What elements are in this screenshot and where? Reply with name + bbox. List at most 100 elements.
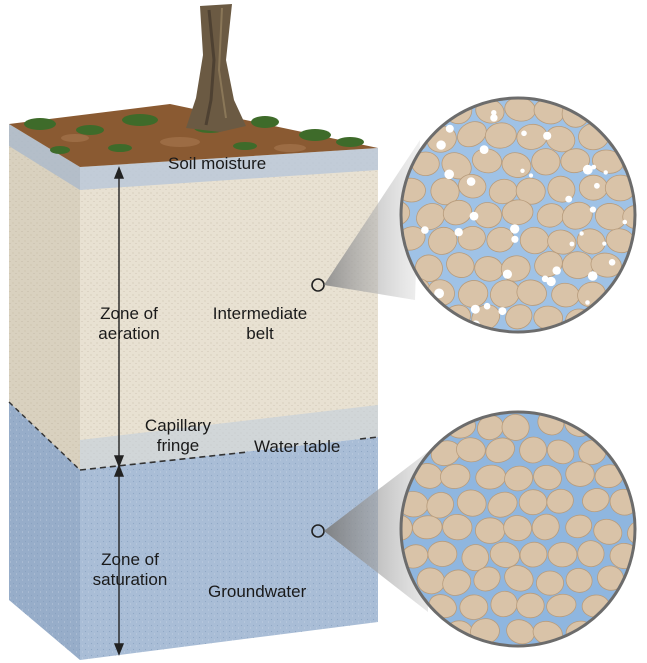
- air-pocket: [444, 170, 454, 180]
- air-pocket: [543, 132, 551, 140]
- sand-grain: [512, 380, 549, 415]
- sand-grain: [635, 440, 647, 467]
- sand-grain: [516, 71, 547, 100]
- air-pocket: [510, 224, 519, 233]
- sand-grain: [407, 302, 443, 336]
- sand-grain: [428, 541, 457, 567]
- sand-grain: [621, 616, 647, 646]
- air-pocket: [470, 212, 479, 221]
- sand-grain: [638, 226, 647, 252]
- sand-grain: [635, 173, 647, 206]
- sand-grain: [635, 489, 647, 516]
- sand-grain: [426, 385, 456, 412]
- sand-grain: [397, 644, 432, 663]
- sand-grain: [622, 411, 647, 436]
- air-pocket: [553, 266, 561, 274]
- sand-grain: [455, 381, 489, 412]
- sand-grain: [635, 329, 647, 363]
- sand-grain: [396, 327, 435, 364]
- sand-grain: [397, 385, 427, 412]
- sand-grain: [393, 68, 428, 100]
- sand-grain: [590, 308, 621, 334]
- sand-grain: [459, 644, 492, 663]
- sand-grain: [452, 329, 487, 363]
- air-pocket: [511, 236, 518, 243]
- sand-grain: [548, 542, 578, 567]
- sand-grain: [545, 325, 582, 359]
- sand-grain: [368, 122, 398, 147]
- zone-of-saturation-line1: Zone of: [80, 550, 180, 570]
- sand-grain: [369, 645, 398, 663]
- sand-grain: [531, 148, 560, 175]
- soil-moisture-label: Soil moisture: [168, 154, 266, 174]
- sand-grain: [536, 571, 564, 596]
- air-pocket: [455, 228, 463, 236]
- sand-grain: [546, 647, 578, 663]
- zone-of-aeration-line1: Zone of: [84, 304, 174, 324]
- sand-grain: [520, 334, 550, 359]
- air-pocket: [498, 307, 506, 315]
- sand-grain: [381, 616, 413, 644]
- air-pocket: [432, 319, 438, 325]
- sand-grain: [612, 649, 640, 663]
- groundwater-label: Groundwater: [208, 582, 306, 602]
- sand-grain: [633, 277, 647, 312]
- sand-grain: [575, 69, 610, 102]
- sand-grain: [620, 95, 647, 127]
- sand-grain: [639, 594, 647, 622]
- air-pocket: [480, 145, 489, 154]
- air-pocket: [602, 242, 606, 246]
- capillary-fringe-line1: Capillary: [130, 416, 226, 436]
- sand-grain: [381, 96, 412, 124]
- tree-trunk-icon: [186, 4, 246, 132]
- sand-grain: [542, 66, 578, 100]
- sand-grain: [593, 410, 621, 435]
- sand-grain: [579, 175, 608, 200]
- sand-grain: [368, 71, 403, 105]
- sand-grain: [606, 330, 635, 356]
- sand-grain: [592, 619, 622, 644]
- sand-grain: [607, 70, 638, 99]
- sand-grain: [546, 386, 580, 418]
- sand-grain: [412, 93, 447, 125]
- air-pocket: [604, 170, 608, 174]
- sand-grain: [351, 94, 389, 130]
- intermediate-belt-line2: belt: [195, 324, 325, 344]
- sand-grain: [455, 68, 489, 98]
- sand-grain: [592, 95, 628, 130]
- air-pocket: [436, 140, 445, 149]
- air-pocket: [421, 226, 429, 234]
- air-pocket: [583, 165, 593, 175]
- air-pocket: [484, 303, 491, 310]
- sand-grain: [422, 328, 459, 363]
- air-pocket: [529, 173, 533, 177]
- air-pocket: [588, 271, 598, 281]
- zone-of-aeration-label: Zone of aeration: [84, 304, 174, 344]
- capillary-fringe-line2: fringe: [130, 436, 226, 456]
- capillary-fringe-label: Capillary fringe: [130, 416, 226, 456]
- sand-grain: [578, 333, 610, 359]
- air-pocket: [594, 183, 600, 189]
- air-pocket: [471, 305, 480, 314]
- sand-grain: [603, 381, 638, 415]
- sand-grain: [636, 120, 647, 156]
- sand-grain: [379, 301, 418, 338]
- zone-of-aeration-line2: aeration: [84, 324, 174, 344]
- air-pocket: [590, 207, 596, 213]
- air-pocket: [579, 231, 583, 235]
- sand-grain: [516, 593, 544, 618]
- sand-grain: [617, 299, 647, 333]
- air-pocket: [520, 169, 524, 173]
- air-pocket: [542, 276, 549, 283]
- zone-of-saturation-line2: saturation: [80, 570, 180, 590]
- sand-grain: [578, 642, 611, 663]
- air-pocket: [490, 114, 497, 121]
- sand-grain: [425, 641, 461, 663]
- air-pocket: [609, 259, 616, 266]
- water-table-label: Water table: [254, 437, 340, 457]
- sand-grain: [634, 66, 647, 101]
- air-pocket: [521, 131, 527, 137]
- air-pocket: [565, 196, 572, 203]
- air-pocket: [570, 242, 575, 247]
- air-pocket: [467, 177, 476, 186]
